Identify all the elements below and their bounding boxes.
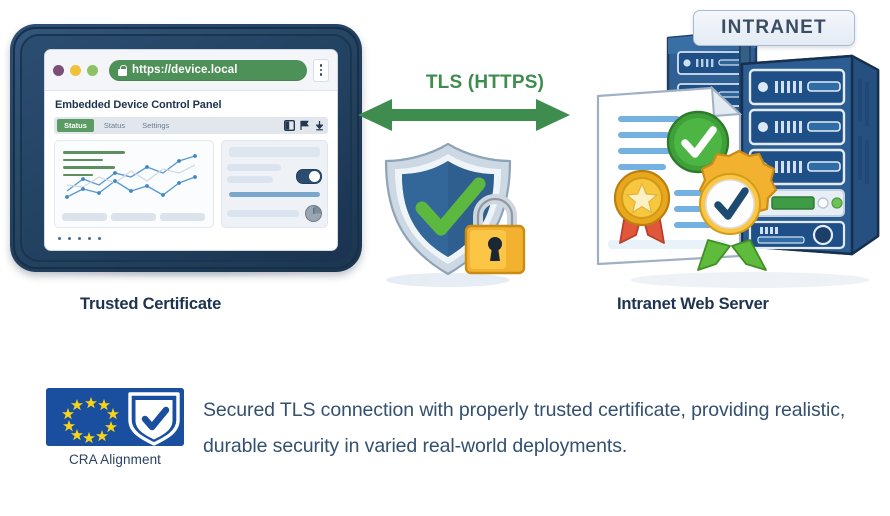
power-toggle-switch[interactable] bbox=[296, 168, 322, 184]
bezel-speaker-dots bbox=[58, 237, 101, 240]
flag-icon[interactable] bbox=[298, 120, 310, 132]
tablet-screen: https://device.local Embedded Device Con… bbox=[44, 49, 338, 251]
controls-panel bbox=[221, 140, 328, 228]
download-icon[interactable] bbox=[313, 120, 325, 132]
device-page-body: Embedded Device Control Panel Status Sta… bbox=[45, 91, 337, 250]
certificate-document bbox=[596, 85, 778, 271]
green-check-badge bbox=[666, 110, 730, 174]
purple-dot-icon bbox=[53, 64, 64, 76]
security-shield-icon bbox=[384, 142, 526, 287]
cra-alignment-label: CRA Alignment bbox=[68, 452, 162, 467]
cra-alignment-badge: CRA Alignment bbox=[46, 388, 184, 467]
tablet-frame: https://device.local Embedded Device Con… bbox=[10, 24, 362, 272]
toggle-row bbox=[227, 164, 322, 188]
yellow-dot-icon bbox=[70, 64, 81, 76]
kebab-menu-icon[interactable] bbox=[313, 58, 329, 82]
tab-settings[interactable]: Settings bbox=[142, 121, 170, 130]
sidebar-icon[interactable] bbox=[283, 120, 295, 132]
accent-progress-bar bbox=[229, 192, 320, 197]
tablet-frame-inner: https://device.local Embedded Device Con… bbox=[13, 27, 359, 269]
tab-status[interactable]: Status bbox=[103, 121, 126, 130]
embedded-device-tablet: https://device.local Embedded Device Con… bbox=[4, 22, 364, 278]
url-text: https://device.local bbox=[132, 64, 238, 76]
address-bar[interactable]: https://device.local bbox=[109, 59, 307, 81]
page-title: Embedded Device Control Panel bbox=[55, 99, 222, 111]
tls-connection-label: TLS (HTTPS) bbox=[425, 72, 545, 93]
tab-strip: Status Status Settings bbox=[54, 117, 328, 134]
padlock-icon bbox=[464, 194, 526, 275]
bidirectional-arrow-icon bbox=[358, 99, 570, 131]
line-chart-graphic bbox=[65, 154, 197, 199]
intranet-web-server-graphic bbox=[596, 21, 880, 288]
caption-trusted-certificate: Trusted Certificate bbox=[80, 295, 222, 313]
server-rack-front bbox=[740, 54, 880, 256]
gold-rosette-badge bbox=[697, 149, 778, 271]
dashboard-panels bbox=[54, 140, 328, 228]
lock-icon bbox=[118, 64, 127, 76]
browser-chrome: https://device.local bbox=[45, 50, 337, 91]
chart-legend-chips bbox=[62, 213, 205, 221]
panel-header-placeholder bbox=[229, 147, 320, 157]
eu-flag-shield-icon bbox=[46, 388, 184, 446]
green-dot-icon bbox=[87, 64, 98, 76]
dial-row bbox=[227, 205, 322, 222]
rotary-dial-control[interactable] bbox=[305, 205, 322, 222]
tab-status-active[interactable]: Status bbox=[57, 119, 94, 132]
tablet-bezel: https://device.local Embedded Device Con… bbox=[20, 34, 352, 262]
caption-intranet-web-server: Intranet Web Server bbox=[617, 295, 769, 313]
footer-note-text: Secured TLS connection with properly tru… bbox=[203, 399, 846, 457]
metrics-chart-panel bbox=[54, 140, 214, 228]
intranet-banner-label: INTRANET bbox=[721, 17, 827, 38]
gold-star-medal bbox=[613, 169, 671, 244]
intranet-banner: INTRANET bbox=[693, 10, 855, 46]
green-bar-list bbox=[63, 151, 125, 181]
